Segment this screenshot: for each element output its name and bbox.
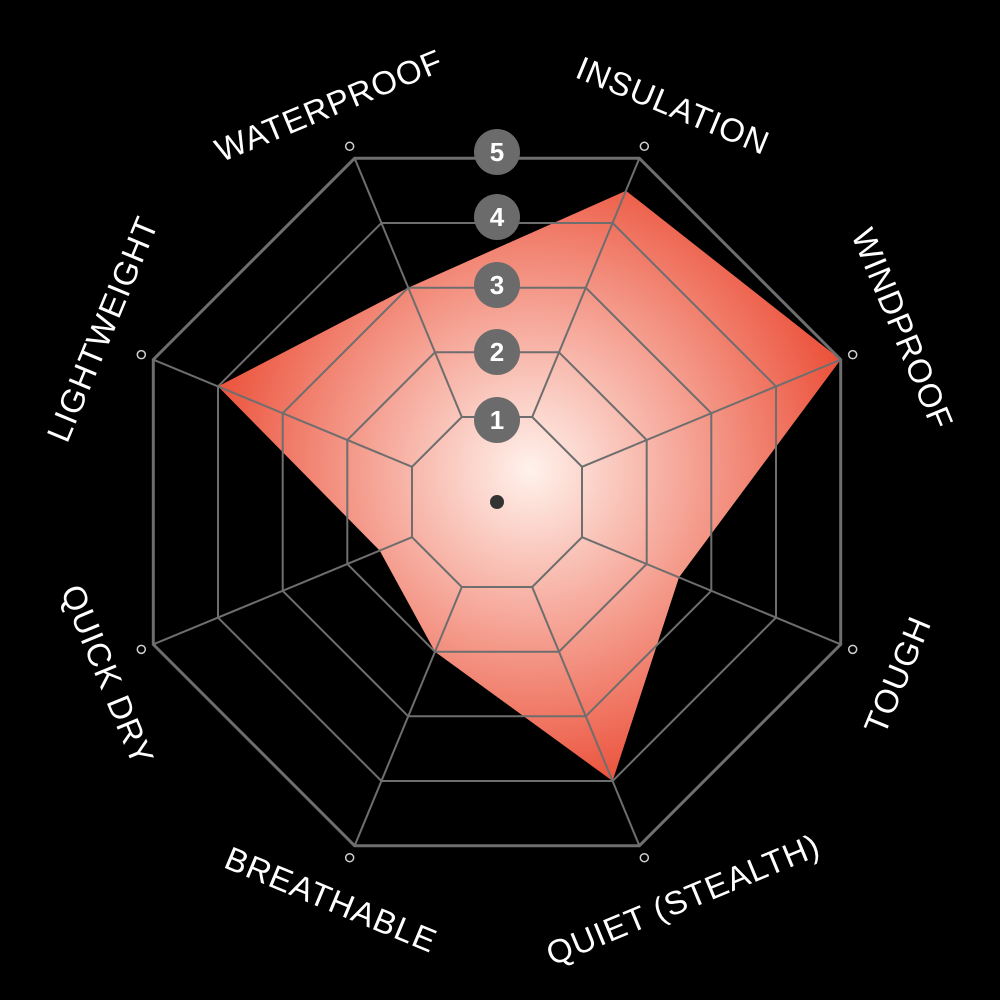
grid-ring-5 (151, 156, 843, 848)
tick-label-3: 3 (490, 270, 504, 300)
data-layer (218, 190, 841, 781)
tick-label-1: 1 (490, 405, 504, 435)
spoke-breathable (353, 586, 463, 847)
tick-badge-3 (474, 262, 520, 308)
spoke-quick-dry (152, 536, 413, 646)
tick-badge-1 (474, 397, 520, 443)
tick-badge-5 (474, 129, 520, 175)
axis-end-marker-windproof (847, 349, 858, 360)
axis-end-marker-lightweight (136, 349, 147, 360)
spoke-lightweight (152, 358, 413, 468)
spoke-insulation (531, 157, 641, 418)
tick-layer: 1 2 3 4 5 (474, 129, 520, 443)
tick-label-2: 2 (490, 337, 504, 367)
tick-badge-2 (474, 329, 520, 375)
axis-end-marker-waterproof (344, 141, 355, 152)
axis-end-marker-breathable (344, 852, 355, 863)
data-area (218, 190, 841, 781)
center-dot (490, 495, 504, 509)
axis-end-marker-tough (847, 644, 858, 655)
spoke-windproof (581, 358, 842, 468)
spoke-waterproof (353, 157, 463, 418)
axis-end-marker-quick-dry (136, 644, 147, 655)
spoke-quiet-stealth (531, 586, 641, 847)
axis-end-marker-insulation (639, 141, 650, 152)
tick-label-4: 4 (490, 202, 505, 232)
tick-label-5: 5 (490, 137, 504, 167)
grid-layer (136, 141, 858, 863)
axis-end-marker-quiet-stealth (639, 852, 650, 863)
spoke-tough (581, 536, 842, 646)
tick-badge-4 (474, 194, 520, 240)
